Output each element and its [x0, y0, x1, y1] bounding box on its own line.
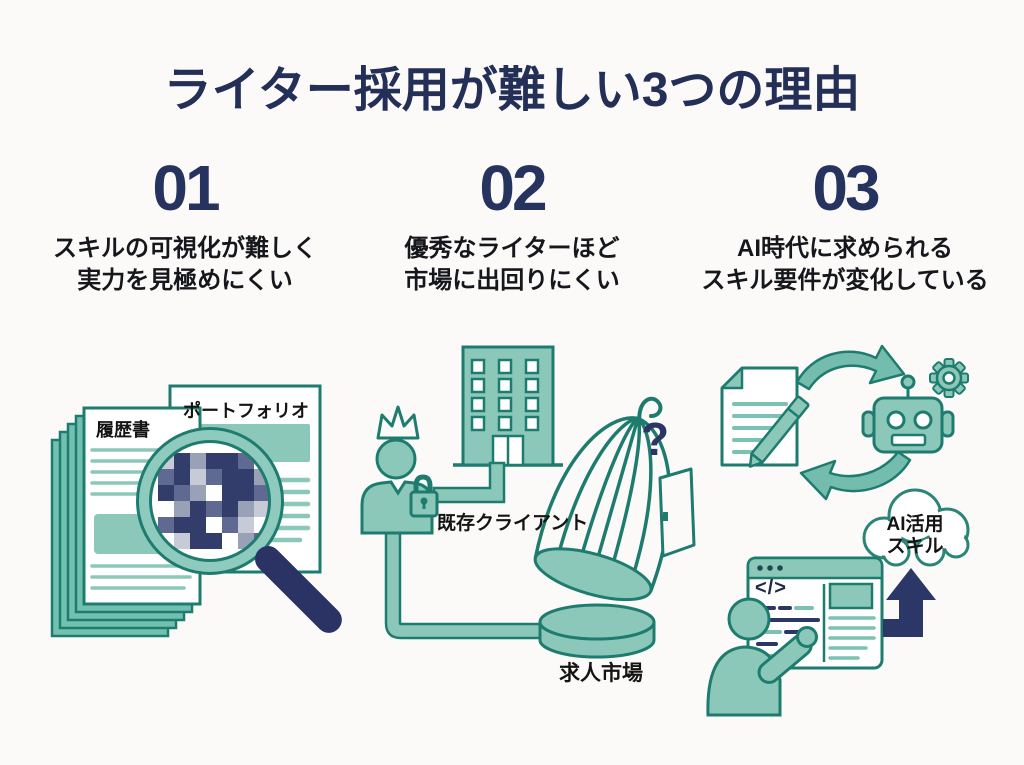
- up-arrow-icon: [883, 568, 936, 637]
- person-pointing-icon: [706, 597, 818, 717]
- document-pen-icon: [720, 366, 810, 468]
- browser-window-icon: [746, 556, 884, 670]
- reason-3-number: 03: [812, 152, 880, 224]
- mosaic-blur: [158, 453, 270, 549]
- gear-icon: [929, 358, 969, 398]
- cage-open-door: [658, 467, 696, 558]
- page-title: ライター採用が難しい3つの理由: [163, 64, 861, 117]
- pipe-to-client: [432, 461, 506, 504]
- building-icon: [453, 345, 563, 467]
- pen-icon: [748, 395, 810, 468]
- code-symbol: </>: [755, 577, 787, 599]
- reason-3-header: 03 AI時代に求められる スキル要件が変化している: [690, 156, 1000, 296]
- cloud-shape: [862, 488, 970, 567]
- portfolio-label: ポートフォリオ: [183, 401, 309, 421]
- existing-client-label: 既存クライアント: [437, 513, 589, 534]
- cage-hook: [637, 396, 663, 423]
- illustration-market-scarcity: [355, 328, 696, 713]
- reason-3-description: AI時代に求められる スキル要件が変化している: [701, 235, 989, 294]
- birdcage-icon: [533, 396, 696, 602]
- job-market-label: 求人市場: [559, 662, 643, 685]
- reason-1-description: スキルの可視化が難しく 実力を見極めにくい: [53, 235, 317, 294]
- magnifier-handle: [255, 546, 342, 633]
- resume-label: 履歴書: [96, 420, 150, 440]
- reason-1-number: 01: [152, 152, 220, 224]
- pipe-to-market: [384, 531, 547, 640]
- magnifier-icon: [136, 427, 342, 633]
- cycle-arrows: [795, 344, 912, 501]
- reason-2-description: 優秀なライターほど 市場に出回りにくい: [404, 235, 620, 294]
- reason-1-header: 01 スキルの可視化が難しく 実力を見極めにくい: [30, 156, 340, 296]
- reason-2-number: 02: [479, 152, 547, 224]
- robot-icon: [861, 374, 955, 454]
- illustration-skill-visibility: [40, 338, 350, 658]
- question-mark: ?: [641, 413, 670, 465]
- illustration-ai-skills: [700, 330, 1012, 717]
- reason-2-header: 02 優秀なライターほど 市場に出回りにくい: [357, 156, 667, 296]
- ai-skill-cloud-label: AI活用 スキル: [886, 514, 944, 558]
- crown-icon: [376, 405, 420, 440]
- job-market-disc: [538, 603, 656, 659]
- padlock-icon: [409, 474, 439, 518]
